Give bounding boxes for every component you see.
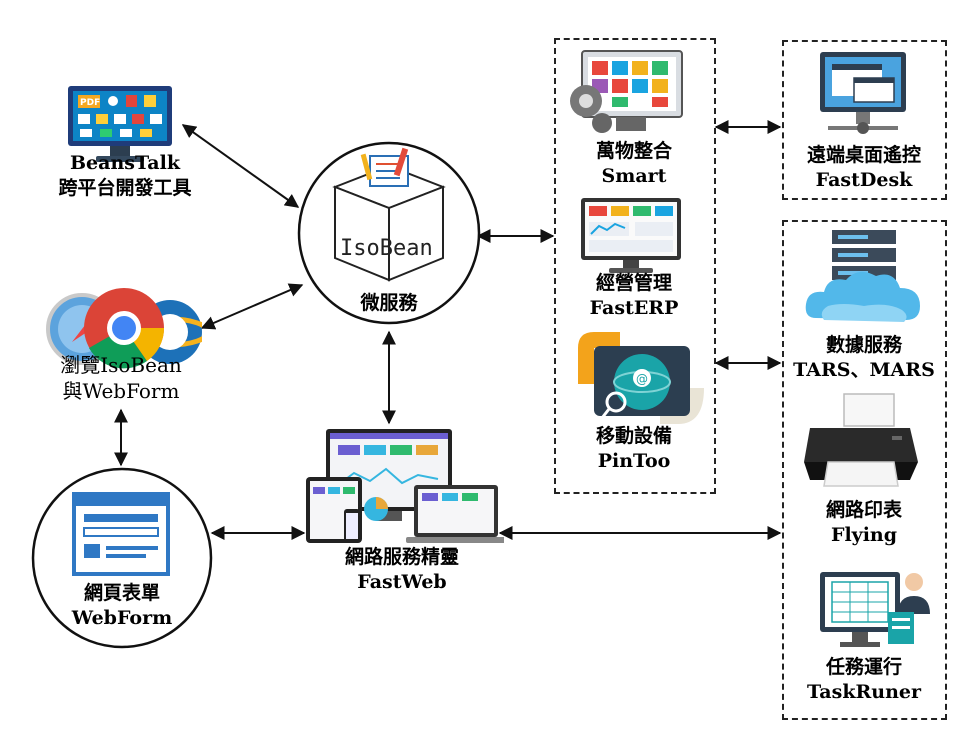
flying-title: 網路印表 <box>825 499 902 521</box>
dashboard-monitor-icon <box>581 198 681 273</box>
box-blueprint-icon <box>332 147 446 282</box>
taskrunner-subtitle: TaskRuner <box>806 681 921 703</box>
svg-text:@: @ <box>636 372 648 386</box>
webform-label: 網頁表單 WebForm <box>30 581 214 631</box>
browser-title: 瀏覽IsoBean <box>60 353 182 377</box>
smart-label: 萬物整合 Smart <box>554 139 714 189</box>
fastdesk-box <box>782 40 947 200</box>
beanstalk-label: BeansTalk 跨平台開發工具 <box>20 151 230 201</box>
fastdesk-title: 遠端桌面遙控 <box>806 144 921 166</box>
pdf-label: PDF <box>80 98 100 108</box>
tars-subtitle: TARS、MARS <box>793 359 935 381</box>
pintoo-label: 移動設備 PinToo <box>554 424 714 474</box>
fastdesk-subtitle: FastDesk <box>815 169 913 191</box>
fastweb-label: 網路服務精靈 FastWeb <box>300 545 504 595</box>
smart-subtitle: Smart <box>601 165 667 187</box>
webform-circle <box>31 467 213 649</box>
mobile-globe-icon: @ <box>578 332 704 424</box>
fastdesk-label: 遠端桌面遙控 FastDesk <box>782 143 946 193</box>
isobean-brand: IsoBean <box>340 236 433 261</box>
smart-title: 萬物整合 <box>595 140 672 162</box>
server-cloud-icon <box>805 230 920 322</box>
monitor-gear-icon <box>570 50 683 133</box>
pintoo-subtitle: PinToo <box>597 450 671 472</box>
browsers-icon <box>46 288 202 369</box>
beanstalk-subtitle: 跨平台開發工具 <box>58 177 192 199</box>
services-group-box <box>554 38 716 494</box>
arrow-beanstalk-isobean <box>181 124 300 208</box>
remote-desktop-icon <box>820 52 906 134</box>
beanstalk-title: BeansTalk <box>70 152 180 174</box>
taskrunner-title: 任務運行 <box>825 656 902 678</box>
arrow-browser-isobean <box>200 283 304 330</box>
flying-label: 網路印表 Flying <box>782 498 946 548</box>
data-services-box <box>782 220 947 720</box>
webform-icon <box>72 492 170 576</box>
pintoo-title: 移動設備 <box>595 425 672 447</box>
fastweb-subtitle: FastWeb <box>357 571 447 593</box>
fasterp-label: 經營管理 FastERP <box>554 271 714 321</box>
isobean-circle <box>297 141 481 325</box>
taskrunner-label: 任務運行 TaskRuner <box>782 655 946 705</box>
flying-subtitle: Flying <box>830 524 898 546</box>
fasterp-subtitle: FastERP <box>589 297 679 319</box>
isobean-caption: 微服務 <box>360 292 418 314</box>
task-monitor-icon <box>820 572 930 647</box>
multi-device-icon <box>306 429 504 543</box>
browser-subtitle: 與WebForm <box>62 379 180 403</box>
chrome-logo <box>84 288 165 369</box>
tars-label: 數據服務 TARS、MARS <box>782 333 946 383</box>
fasterp-title: 經營管理 <box>595 272 672 294</box>
webform-subtitle: WebForm <box>71 607 173 629</box>
printer-icon <box>804 393 918 487</box>
browser-label: 瀏覽IsoBean 與WebForm <box>16 352 226 404</box>
fastweb-title: 網路服務精靈 <box>344 546 459 568</box>
monitor-apps-icon: PDF <box>68 86 172 162</box>
tars-title: 數據服務 <box>825 334 902 356</box>
webform-title: 網頁表單 <box>83 582 160 604</box>
